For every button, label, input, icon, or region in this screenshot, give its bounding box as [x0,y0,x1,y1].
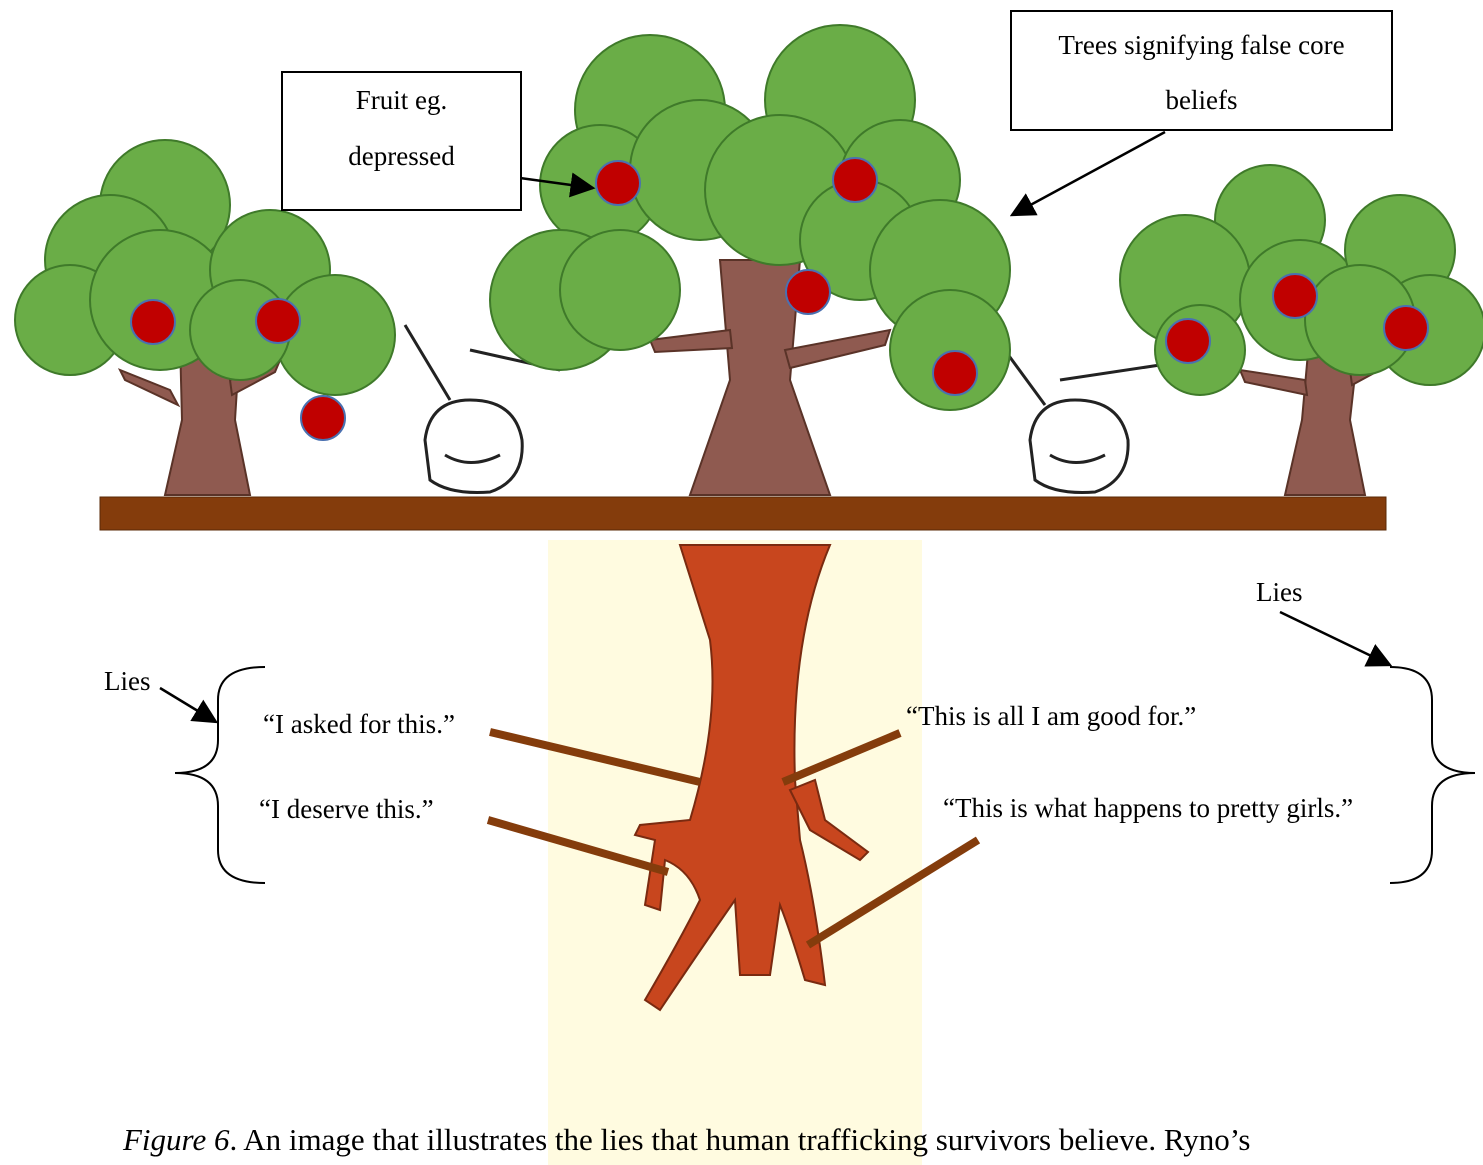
trees-arrow [1012,132,1165,215]
lies-label-right: Lies [1256,579,1303,606]
fruit [933,351,977,395]
figure-caption: Figure 6. An image that illustrates the … [123,1122,1250,1158]
right-brace [1390,667,1475,883]
fruit [301,396,345,440]
fruit-callout-line1: Fruit eg. [283,85,520,116]
fruit [596,161,640,205]
fruit [131,300,175,344]
lie-asked: “I asked for this.” [263,711,455,738]
lies-left-arrow [160,688,216,722]
trees-callout-line2: beliefs [1012,85,1391,116]
figure-label: Figure 6 [123,1122,229,1157]
trees-callout-box: Trees signifying false core beliefs [1010,10,1393,131]
right-hand-icon [990,330,1160,493]
fruit-callout-line2: depressed [283,141,520,172]
ground-bar [100,497,1386,530]
trees-callout-line1: Trees signifying false core [1012,30,1391,61]
lie-deserve: “I deserve this.” [259,796,434,823]
fruit-callout-box: Fruit eg. depressed [281,71,522,211]
fruit [1166,319,1210,363]
lie-pretty: “This is what happens to pretty girls.” [943,795,1353,822]
fruit [1273,274,1317,318]
fruit [833,158,877,202]
lie-good-for: “This is all I am good for.” [906,703,1196,730]
caption-text: . An image that illustrates the lies tha… [229,1122,1250,1157]
left-brace [175,667,265,883]
fruit [256,299,300,343]
lies-right-arrow [1280,612,1390,665]
fruit [786,270,830,314]
lies-label-left: Lies [104,668,151,695]
fruit [1384,306,1428,350]
